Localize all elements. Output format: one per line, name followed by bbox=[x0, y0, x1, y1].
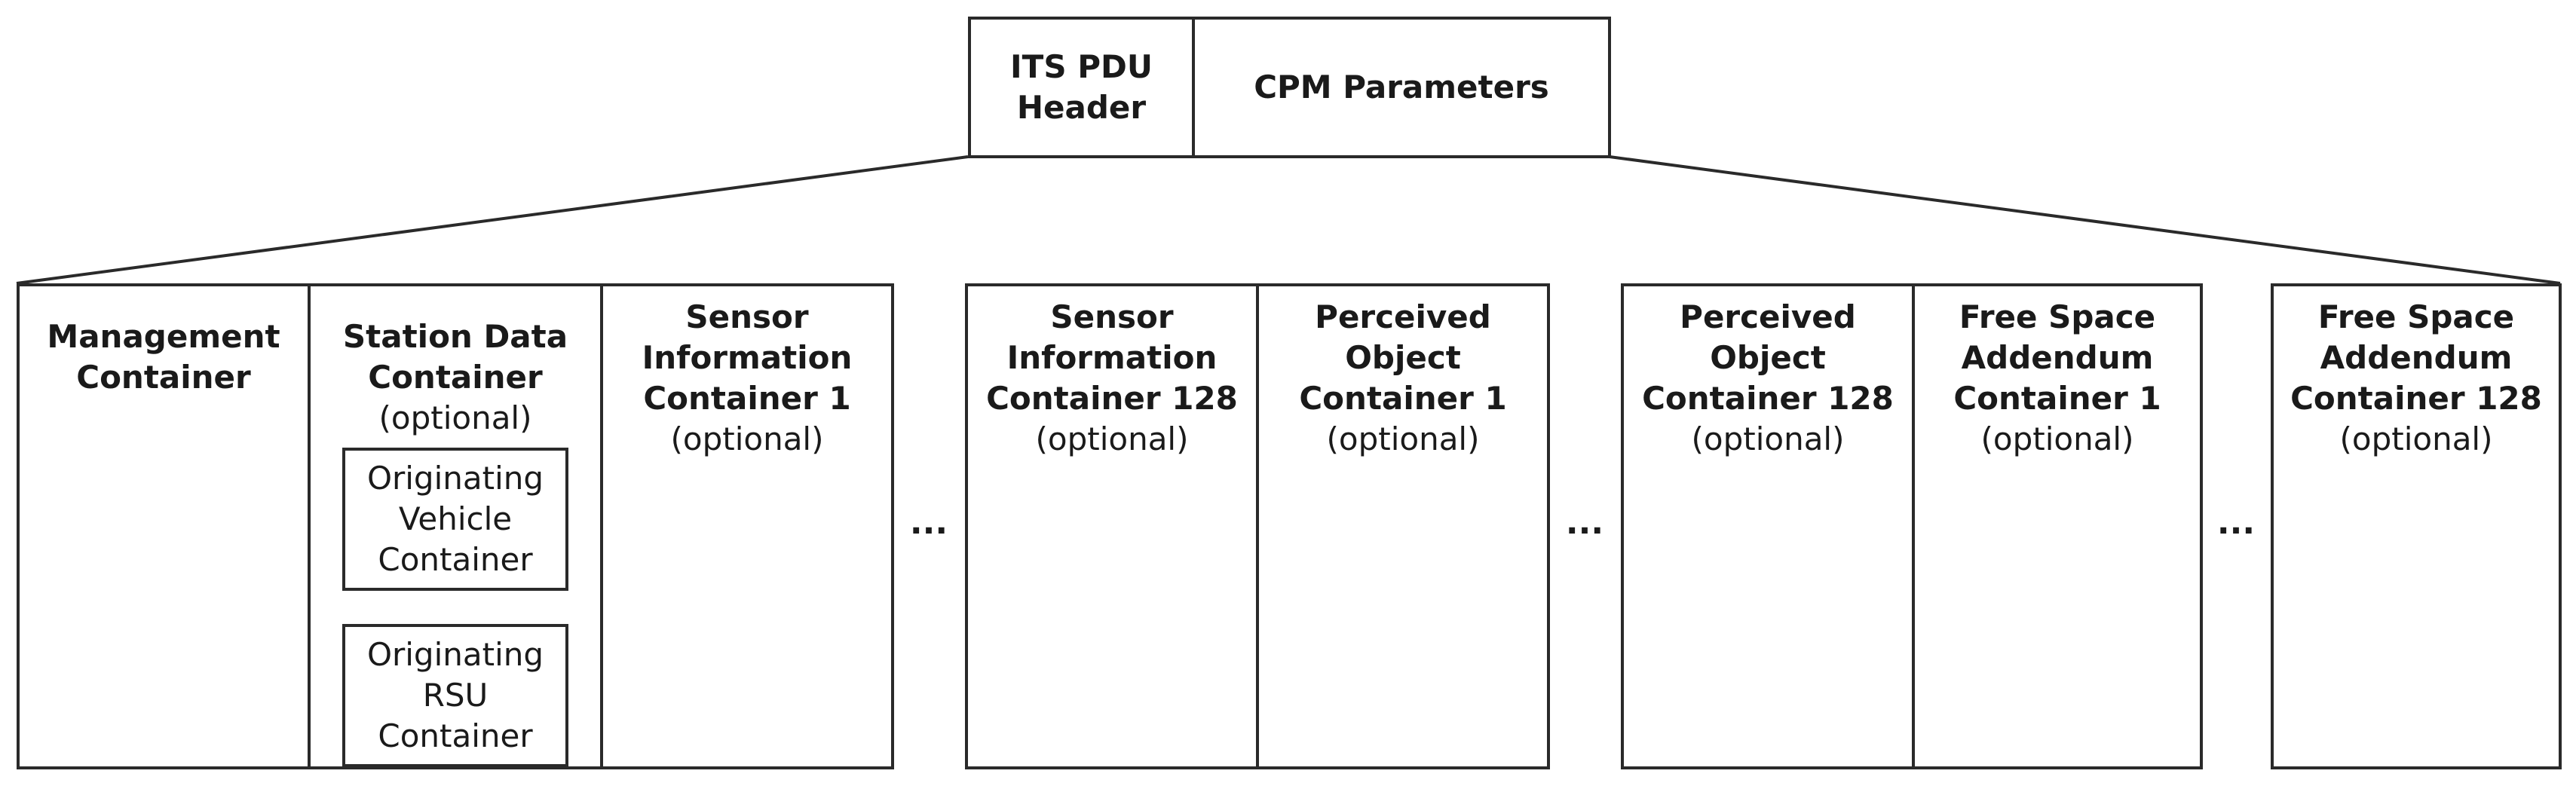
free-space-addendum-container-128-box: Free Space Addendum Container 128 (optio… bbox=[2271, 283, 2562, 769]
originating-rsu-line1: Originating bbox=[366, 636, 544, 673]
connector-line-left bbox=[16, 155, 969, 285]
sensor-information-container-1-box: Sensor Information Container 1 (optional… bbox=[600, 283, 894, 769]
originating-vehicle-line1: Originating bbox=[366, 460, 544, 497]
free-space-1-line1: Free Space bbox=[1959, 298, 2156, 335]
sensor-information-container-128-box: Sensor Information Container 128 (option… bbox=[965, 283, 1259, 769]
perceived-object-128-line2: Object bbox=[1710, 339, 1826, 376]
perceived-object-128-line3: Container 128 bbox=[1642, 380, 1894, 417]
sensor-info-128-line3: Container 128 bbox=[986, 380, 1238, 417]
originating-rsu-line3: Container bbox=[378, 717, 533, 754]
free-space-1-line2: Addendum bbox=[1961, 339, 2154, 376]
originating-rsu-line2: RSU bbox=[422, 677, 489, 714]
ellipsis-2: ... bbox=[1565, 503, 1604, 542]
free-space-addendum-container-1-box: Free Space Addendum Container 1 (optiona… bbox=[1912, 283, 2203, 769]
originating-vehicle-line3: Container bbox=[378, 541, 533, 578]
free-space-128-line2: Addendum bbox=[2320, 339, 2513, 376]
sensor-info-1-line3: Container 1 bbox=[643, 380, 851, 417]
station-data-container-box: Station Data Container (optional) Origin… bbox=[308, 283, 603, 769]
management-container-box: Management Container bbox=[17, 283, 311, 769]
originating-vehicle-line2: Vehicle bbox=[398, 500, 513, 537]
its-pdu-header-box: ITS PDU Header bbox=[968, 17, 1195, 158]
ellipsis-1: ... bbox=[909, 503, 948, 542]
sensor-info-128-line1: Sensor bbox=[1050, 298, 1174, 335]
perceived-object-container-1-box: Perceived Object Container 1 (optional) bbox=[1256, 283, 1550, 769]
perceived-object-128-line1: Perceived bbox=[1680, 298, 1856, 335]
sensor-info-1-line2: Information bbox=[642, 339, 853, 376]
station-data-container-optional: (optional) bbox=[378, 399, 532, 436]
sensor-info-1-line1: Sensor bbox=[685, 298, 809, 335]
management-container-line1: Management bbox=[47, 318, 280, 355]
perceived-object-1-optional: (optional) bbox=[1326, 420, 1480, 457]
perceived-object-container-128-box: Perceived Object Container 128 (optional… bbox=[1621, 283, 1915, 769]
connector-line-right bbox=[1609, 155, 2561, 285]
management-container-line2: Container bbox=[76, 359, 251, 396]
free-space-128-line1: Free Space bbox=[2317, 298, 2515, 335]
sensor-info-1-optional: (optional) bbox=[670, 420, 824, 457]
free-space-1-line3: Container 1 bbox=[1953, 380, 2161, 417]
originating-vehicle-container-box: Originating Vehicle Container bbox=[342, 448, 568, 591]
originating-rsu-container-box: Originating RSU Container bbox=[342, 624, 568, 767]
its-pdu-header-line2: Header bbox=[1016, 89, 1147, 126]
station-data-container-line1: Station Data bbox=[342, 318, 568, 355]
free-space-128-optional: (optional) bbox=[2339, 420, 2493, 457]
ellipsis-3: ... bbox=[2216, 503, 2256, 542]
its-pdu-header-line1: ITS PDU bbox=[1010, 48, 1153, 85]
station-data-container-line2: Container bbox=[368, 359, 543, 396]
perceived-object-1-line1: Perceived bbox=[1315, 298, 1491, 335]
perceived-object-1-line3: Container 1 bbox=[1299, 380, 1507, 417]
cpm-parameters-label: CPM Parameters bbox=[1254, 69, 1549, 106]
free-space-1-optional: (optional) bbox=[1980, 420, 2134, 457]
perceived-object-1-line2: Object bbox=[1345, 339, 1461, 376]
sensor-info-128-line2: Information bbox=[1006, 339, 1218, 376]
free-space-128-line3: Container 128 bbox=[2290, 380, 2542, 417]
sensor-info-128-optional: (optional) bbox=[1035, 420, 1189, 457]
perceived-object-128-optional: (optional) bbox=[1691, 420, 1845, 457]
cpm-parameters-box: CPM Parameters bbox=[1192, 17, 1611, 158]
